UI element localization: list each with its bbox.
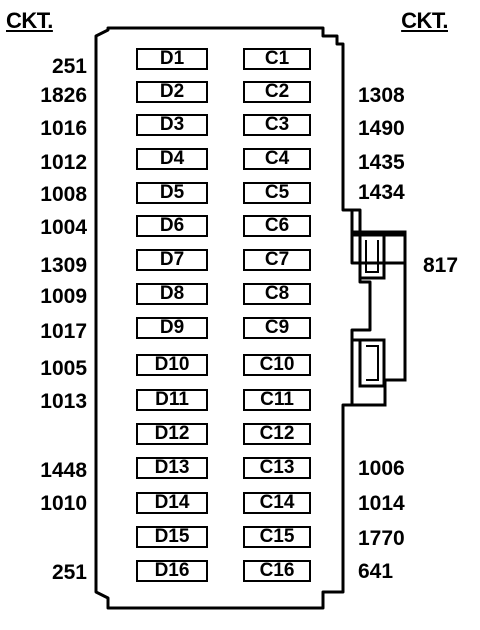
fuse-slot-d3[interactable]: D3 [136,114,208,136]
fuse-slot-c11[interactable]: C11 [243,389,311,411]
fuse-slot-d1[interactable]: D1 [136,48,208,70]
circuit-number-right: 1770 [358,527,405,550]
fuse-slot-c8[interactable]: C8 [243,283,311,305]
circuit-number-left: 1017 [40,320,87,343]
fuse-slot-d14[interactable]: D14 [136,492,208,514]
fuse-slot-c9[interactable]: C9 [243,317,311,339]
circuit-number-right: 1308 [358,84,405,107]
fuse-slot-c1[interactable]: C1 [243,48,311,70]
left-column-header: CKT. [6,8,53,33]
housing-outline [94,26,407,610]
fuse-slot-d16[interactable]: D16 [136,560,208,582]
circuit-number-left: 1013 [40,390,87,413]
fuse-slot-c14[interactable]: C14 [243,492,311,514]
circuit-number-right: 1014 [358,492,405,515]
fuse-slot-d9[interactable]: D9 [136,317,208,339]
upper-clip [358,236,386,280]
circuit-number-right: 1435 [358,151,405,174]
upper-clip-inner [365,240,379,273]
fuse-slot-c5[interactable]: C5 [243,182,311,204]
fuse-slot-c16[interactable]: C16 [243,560,311,582]
upper-bracket [352,230,407,407]
fuse-slot-d5[interactable]: D5 [136,182,208,204]
circuit-number-right: 1434 [358,181,405,204]
circuit-number-left: 251 [51,55,87,78]
circuit-number-right: 1006 [358,457,405,480]
fuse-slot-d7[interactable]: D7 [136,249,208,271]
fuse-slot-d2[interactable]: D2 [136,81,208,103]
fuse-slot-c12[interactable]: C12 [243,423,311,445]
circuit-number-left: 1016 [40,117,87,140]
lower-clip [352,338,386,388]
fuse-slot-c2[interactable]: C2 [243,81,311,103]
fuse-slot-c15[interactable]: C15 [243,526,311,548]
side-circuit-number: 817 [423,254,459,277]
circuit-number-left: 1004 [40,216,87,239]
circuit-number-left: 1448 [40,459,87,482]
fuse-slot-d12[interactable]: D12 [136,423,208,445]
fuse-slot-c7[interactable]: C7 [243,249,311,271]
fuse-slot-d10[interactable]: D10 [136,354,208,376]
fuse-slot-c6[interactable]: C6 [243,215,311,237]
fuse-slot-d4[interactable]: D4 [136,148,208,170]
circuit-number-left: 1012 [40,151,87,174]
fuse-slot-c4[interactable]: C4 [243,148,311,170]
circuit-number-right: 1490 [358,117,405,140]
circuit-number-left: 1010 [40,492,87,515]
circuit-number-left: 1009 [40,285,87,308]
fuse-slot-d8[interactable]: D8 [136,283,208,305]
fuse-slot-d13[interactable]: D13 [136,457,208,479]
circuit-number-left: 1005 [40,357,87,380]
circuit-number-left: 1008 [40,183,87,206]
fuse-slot-d6[interactable]: D6 [136,215,208,237]
circuit-number-left: 1309 [40,254,87,277]
fuse-slot-c3[interactable]: C3 [243,114,311,136]
right-column-header: CKT. [401,8,448,33]
fuse-slot-d11[interactable]: D11 [136,389,208,411]
lower-clip-inner [366,345,379,381]
circuit-number-right: 641 [358,560,394,583]
fuse-slot-c13[interactable]: C13 [243,457,311,479]
fuse-slot-c10[interactable]: C10 [243,354,311,376]
circuit-number-left: 251 [51,561,87,584]
circuit-number-left: 1826 [40,84,87,107]
fuse-slot-d15[interactable]: D15 [136,526,208,548]
